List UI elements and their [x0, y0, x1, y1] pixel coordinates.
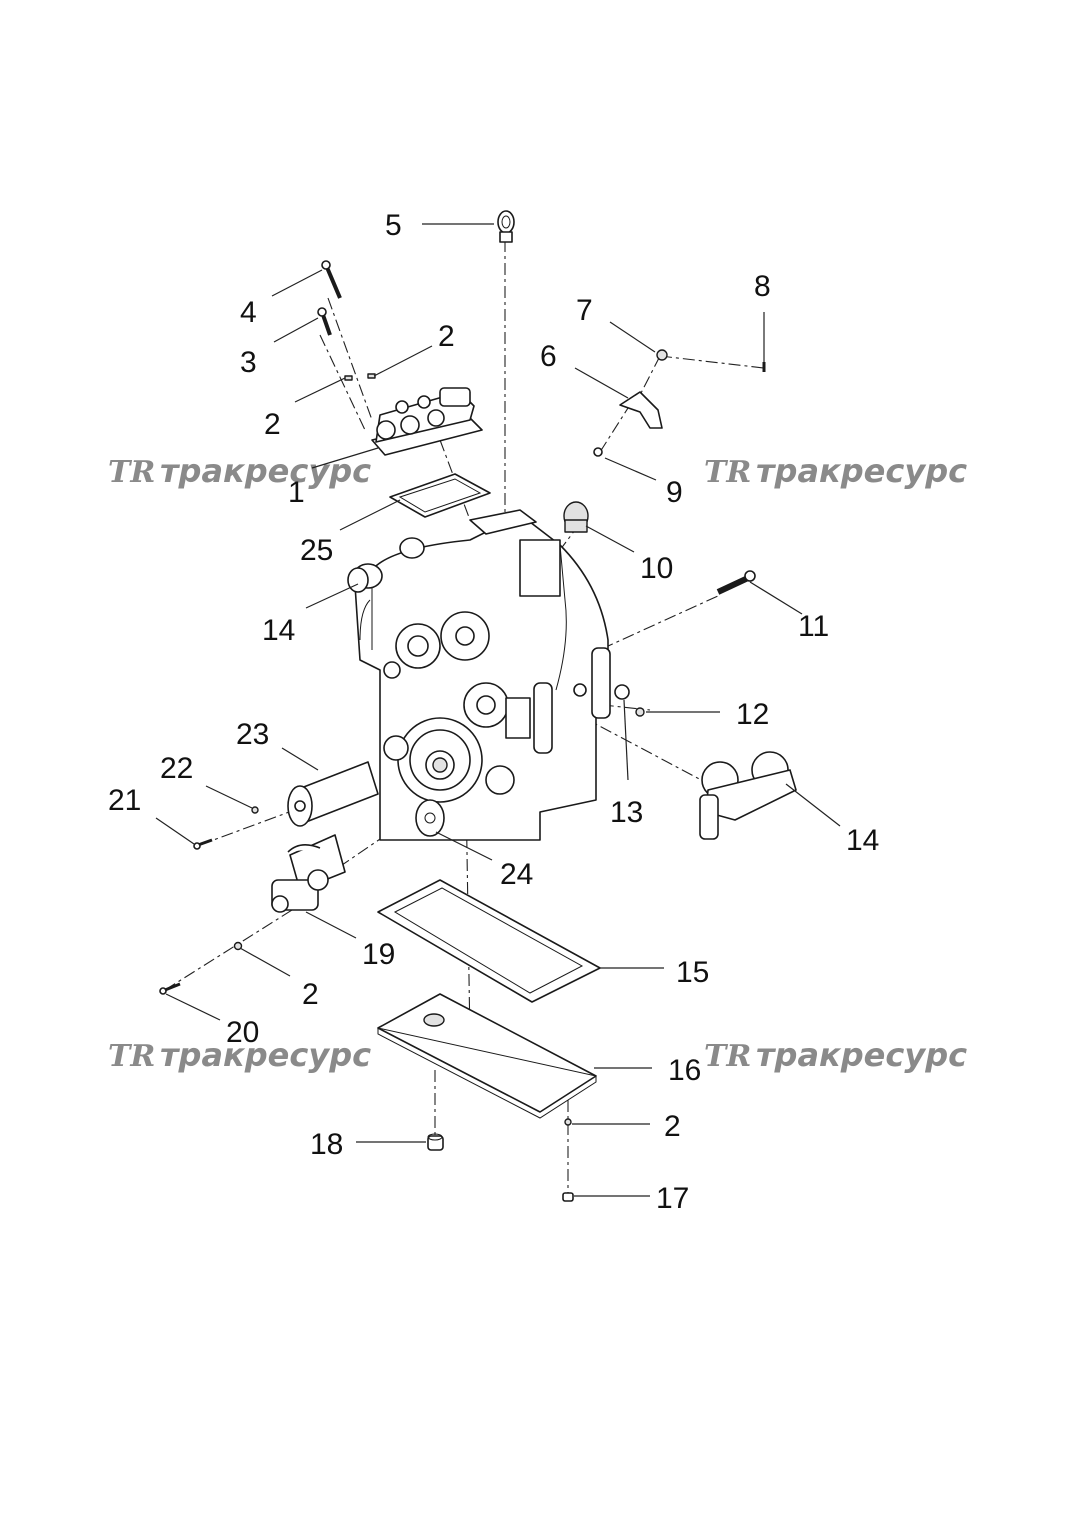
callout-25: 25 — [300, 534, 333, 567]
callout-8: 8 — [754, 270, 771, 303]
long-bolts-part — [317, 260, 342, 336]
callout-2-upper-right: 2 — [438, 320, 455, 353]
watermark-top-right: TR тракресурс — [704, 452, 967, 490]
callout-10: 10 — [640, 552, 673, 585]
callout-15: 15 — [676, 956, 709, 989]
watermark-bottom-right: TR тракресурс — [704, 1036, 967, 1074]
watermark-top-left: TR тракресурс — [108, 452, 371, 490]
watermark-text: тракресурс — [756, 1036, 967, 1074]
callout-18: 18 — [310, 1128, 343, 1161]
callout-21: 21 — [108, 784, 141, 817]
callout-22: 22 — [160, 752, 193, 785]
screw-bottom-left-part — [159, 941, 243, 995]
callout-2-lower-left: 2 — [302, 978, 319, 1011]
watermark-text: тракресурс — [160, 1036, 371, 1074]
callout-5: 5 — [385, 209, 402, 242]
callout-7: 7 — [576, 294, 593, 327]
watermark-bottom-left: TR тракресурс — [108, 1036, 371, 1074]
screw-left-part — [193, 806, 259, 850]
callout-1: 1 — [288, 476, 305, 509]
watermark-logo: TR — [108, 1039, 155, 1074]
watermark-text: тракресурс — [756, 452, 967, 490]
callout-4: 4 — [240, 296, 257, 329]
callout-11: 11 — [798, 610, 829, 643]
mount-bracket-left-part — [347, 567, 369, 593]
seal-flange-part — [415, 799, 445, 837]
control-valve-part — [371, 387, 483, 456]
gasket-top-part — [389, 473, 491, 518]
callout-9: 9 — [666, 476, 683, 509]
callout-14-left: 14 — [262, 614, 295, 647]
callout-13: 13 — [610, 796, 643, 829]
bracket-part — [593, 349, 766, 457]
callout-20: 20 — [226, 1016, 259, 1049]
callouts: 5 4 3 2 2 7 8 6 1 9 25 10 14 11 12 23 22… — [108, 209, 879, 1215]
watermark-text: тракресурс — [160, 452, 371, 490]
washers-part — [344, 373, 376, 381]
callout-2-lower-right: 2 — [664, 1110, 681, 1143]
watermark-logo: TR — [108, 455, 155, 490]
drain-plug-part — [427, 1133, 444, 1151]
bolt-bottom-part — [562, 1118, 574, 1202]
callout-16: 16 — [668, 1054, 701, 1087]
eye-bolt-part — [497, 210, 515, 243]
callout-12: 12 — [736, 698, 769, 731]
callout-24: 24 — [500, 858, 533, 891]
watermark-logo: TR — [704, 1039, 751, 1074]
shift-fork-part — [271, 834, 346, 913]
callout-6: 6 — [540, 340, 557, 373]
cartridge-part — [287, 761, 379, 827]
mount-bracket-right-part — [699, 751, 797, 840]
callout-2-upper-left: 2 — [264, 408, 281, 441]
nut-washer-part — [614, 684, 645, 717]
watermark-logo: TR — [704, 455, 751, 490]
pan-gasket-part — [377, 879, 601, 1003]
oil-pan-cover-part — [377, 993, 597, 1119]
callout-17: 17 — [656, 1182, 689, 1215]
callout-23: 23 — [236, 718, 269, 751]
gearbox-housing-part — [353, 509, 611, 841]
callout-14-right: 14 — [846, 824, 879, 857]
callout-3: 3 — [240, 346, 257, 379]
leader-lines — [155, 223, 841, 1197]
bolt-right-part — [716, 570, 756, 595]
callout-19: 19 — [362, 938, 395, 971]
